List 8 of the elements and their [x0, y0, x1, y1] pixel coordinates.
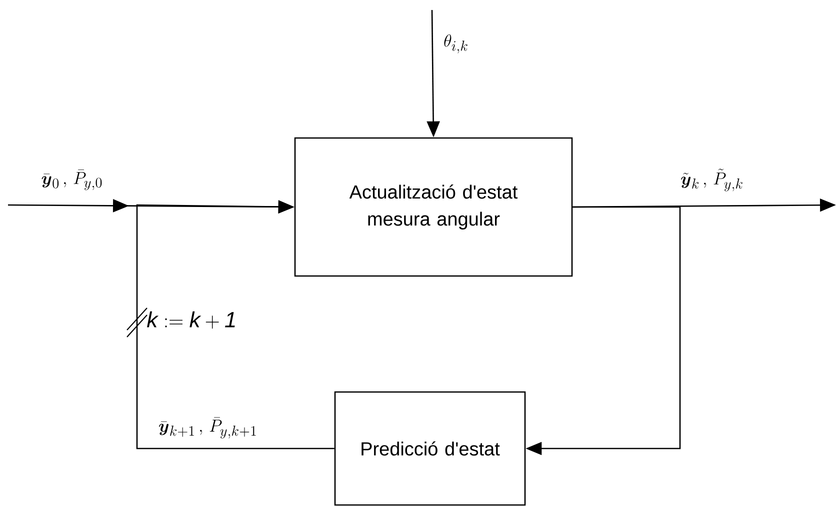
edge-label: $\theta_{i,k}$ — [444, 34, 468, 54]
arrow — [136, 200, 334, 450]
edge-label: $\bar{\boldsymbol{y}}_0\,,\,\bar{P}_{y,0}$ — [42, 170, 102, 190]
process-box: Predicció d'estat — [334, 391, 526, 506]
edge-label: $\bar{\boldsymbol{y}}_{k+1}\,,\,\bar{P}_{y,k+1}$ — [159, 417, 256, 439]
edge-label: $\tilde{\boldsymbol{y}}_k\,,\,\tilde{P}_{y,k}$ — [681, 168, 742, 192]
loop-counter-label: k := k+1 — [147, 311, 235, 329]
process-box: Actualització d'estat mesura angular — [294, 137, 573, 277]
